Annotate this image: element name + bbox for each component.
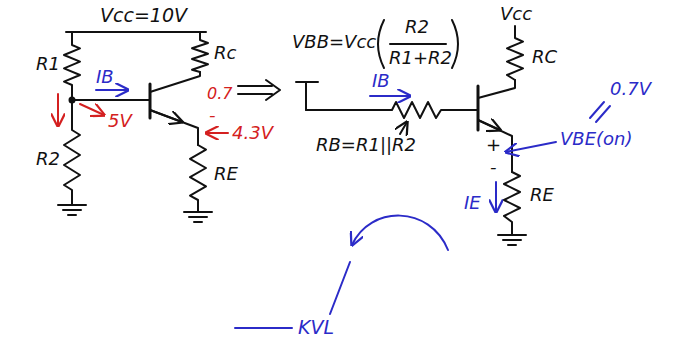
- collector-wire: [478, 80, 515, 98]
- node-voltage: 5V: [108, 112, 132, 130]
- fraction-denominator: R1+R2: [389, 49, 452, 67]
- supply-name: Vcc: [500, 5, 532, 23]
- leader-arrow: [206, 132, 228, 134]
- loop-label: KVL: [298, 318, 334, 337]
- supply-rail: [66, 31, 206, 33]
- current-arrow: [57, 94, 59, 126]
- emitter-arrow: [478, 120, 500, 130]
- leader-arrow: [80, 104, 104, 115]
- resistor-symbol: [507, 26, 523, 80]
- polarity-sign: -: [490, 158, 497, 176]
- voltage-value: 0.7V: [610, 80, 651, 98]
- part-name: RE: [214, 165, 238, 183]
- resistor-symbol: [64, 100, 80, 205]
- node-voltage: 4.3V: [232, 124, 273, 142]
- parenthesis: [452, 20, 458, 68]
- current-arrow: [96, 89, 128, 91]
- ground-symbol: [184, 212, 212, 222]
- fraction-numerator: R2: [405, 18, 429, 36]
- resistor-symbol: [192, 32, 208, 72]
- base-wire: [72, 99, 150, 101]
- supply-voltage: Vcc=10V: [100, 6, 187, 25]
- thevenin-voltage: VBB=Vcc: [292, 33, 376, 51]
- emitter-wire: [150, 110, 198, 145]
- voltage-name: VBE(on): [560, 130, 633, 148]
- collector-wire: [150, 72, 200, 92]
- current-arrow: [370, 95, 410, 97]
- part-name: RC: [532, 48, 557, 66]
- current-name: IE: [464, 194, 481, 212]
- voltage-drop: 0.7: [207, 86, 232, 102]
- fraction-bar: [390, 43, 446, 45]
- part-name: Rc: [214, 44, 236, 62]
- leader-line: [235, 327, 292, 329]
- current-name: IB: [96, 68, 114, 86]
- equals-sign: [590, 102, 610, 122]
- current-arrow: [495, 182, 497, 212]
- current-name: IB: [372, 72, 390, 90]
- resistor-symbol: [306, 102, 478, 118]
- source-terminal: [296, 82, 318, 110]
- part-name: RE: [530, 186, 554, 204]
- leader-arrow: [400, 122, 407, 134]
- ground-symbol: [58, 205, 86, 215]
- polarity-sign: -: [209, 106, 216, 124]
- leader-line: [330, 262, 350, 314]
- equivalence-arrow: [238, 80, 280, 100]
- emitter-arrow: [150, 110, 182, 122]
- transistor-base: [477, 86, 480, 130]
- ground-symbol: [498, 235, 526, 245]
- resistor-symbol: [64, 32, 80, 100]
- parenthesis: [378, 20, 384, 68]
- leader-arrow: [506, 142, 556, 152]
- resistor-symbol: [504, 172, 520, 235]
- part-name: R1: [36, 55, 60, 73]
- thevenin-resistance: RB=R1||R2: [316, 136, 416, 154]
- resistor-symbol: [190, 145, 206, 212]
- transistor-base: [149, 84, 152, 118]
- loop-arrow: [352, 216, 448, 250]
- polarity-sign: +: [486, 136, 501, 154]
- part-name: R2: [36, 150, 60, 168]
